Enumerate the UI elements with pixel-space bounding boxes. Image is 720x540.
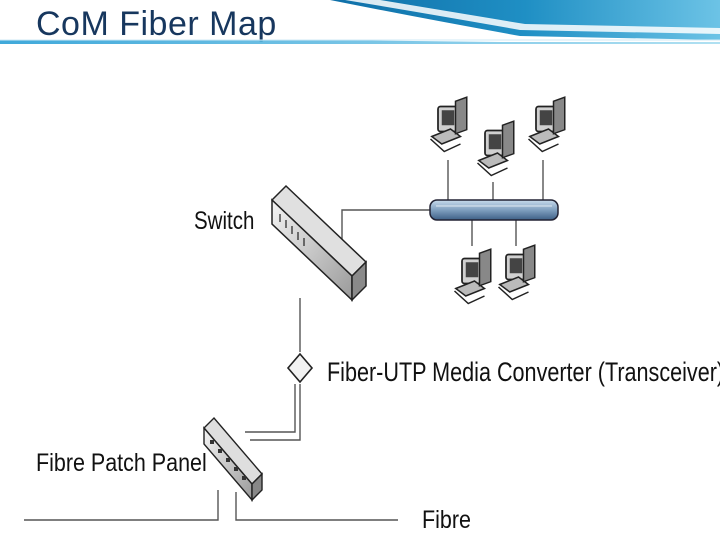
hub-bar [429, 199, 559, 221]
switch-label: Switch [194, 206, 254, 234]
converter-to-panel-line-b [245, 384, 296, 433]
workstation-icon [429, 96, 468, 153]
fibre-label: Fibre [422, 505, 471, 533]
converter-to-panel-line-a [250, 384, 301, 441]
panel-to-fibre-line-a [24, 490, 219, 521]
switch-to-hub-line [341, 209, 432, 250]
patch-panel-label: Fibre Patch Panel [36, 448, 207, 476]
media-converter-icon [286, 352, 314, 384]
patch-panel-icon [203, 416, 263, 502]
switch-device-icon [270, 184, 368, 302]
workstation-icon [476, 120, 515, 177]
workstation-icon [527, 96, 566, 153]
connection-lines [24, 160, 544, 521]
workstation-icon [497, 244, 536, 301]
workstation-icon [453, 248, 492, 305]
media-converter-label: Fiber-UTP Media Converter (Transceiver) [327, 358, 720, 388]
slide-title: CoM Fiber Map [36, 5, 277, 43]
panel-to-fibre-line-b [235, 492, 398, 521]
